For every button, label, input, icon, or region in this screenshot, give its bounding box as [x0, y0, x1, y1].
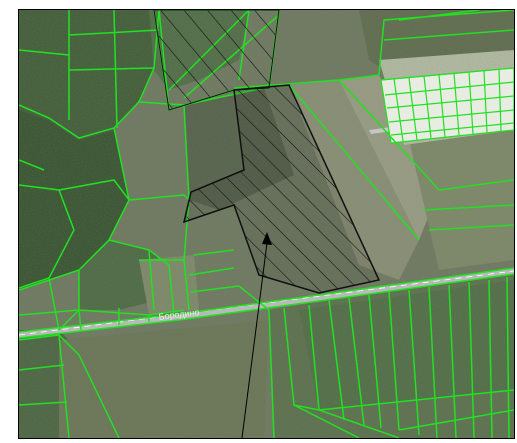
callout-arrow [241, 232, 272, 438]
village-parcels [380, 67, 514, 144]
satellite-map[interactable]: Бородино [19, 10, 514, 438]
map-frame[interactable]: Бородино [18, 9, 515, 439]
highlighted-parcel[interactable] [182, 84, 381, 294]
road-label: Бородино [158, 307, 200, 322]
